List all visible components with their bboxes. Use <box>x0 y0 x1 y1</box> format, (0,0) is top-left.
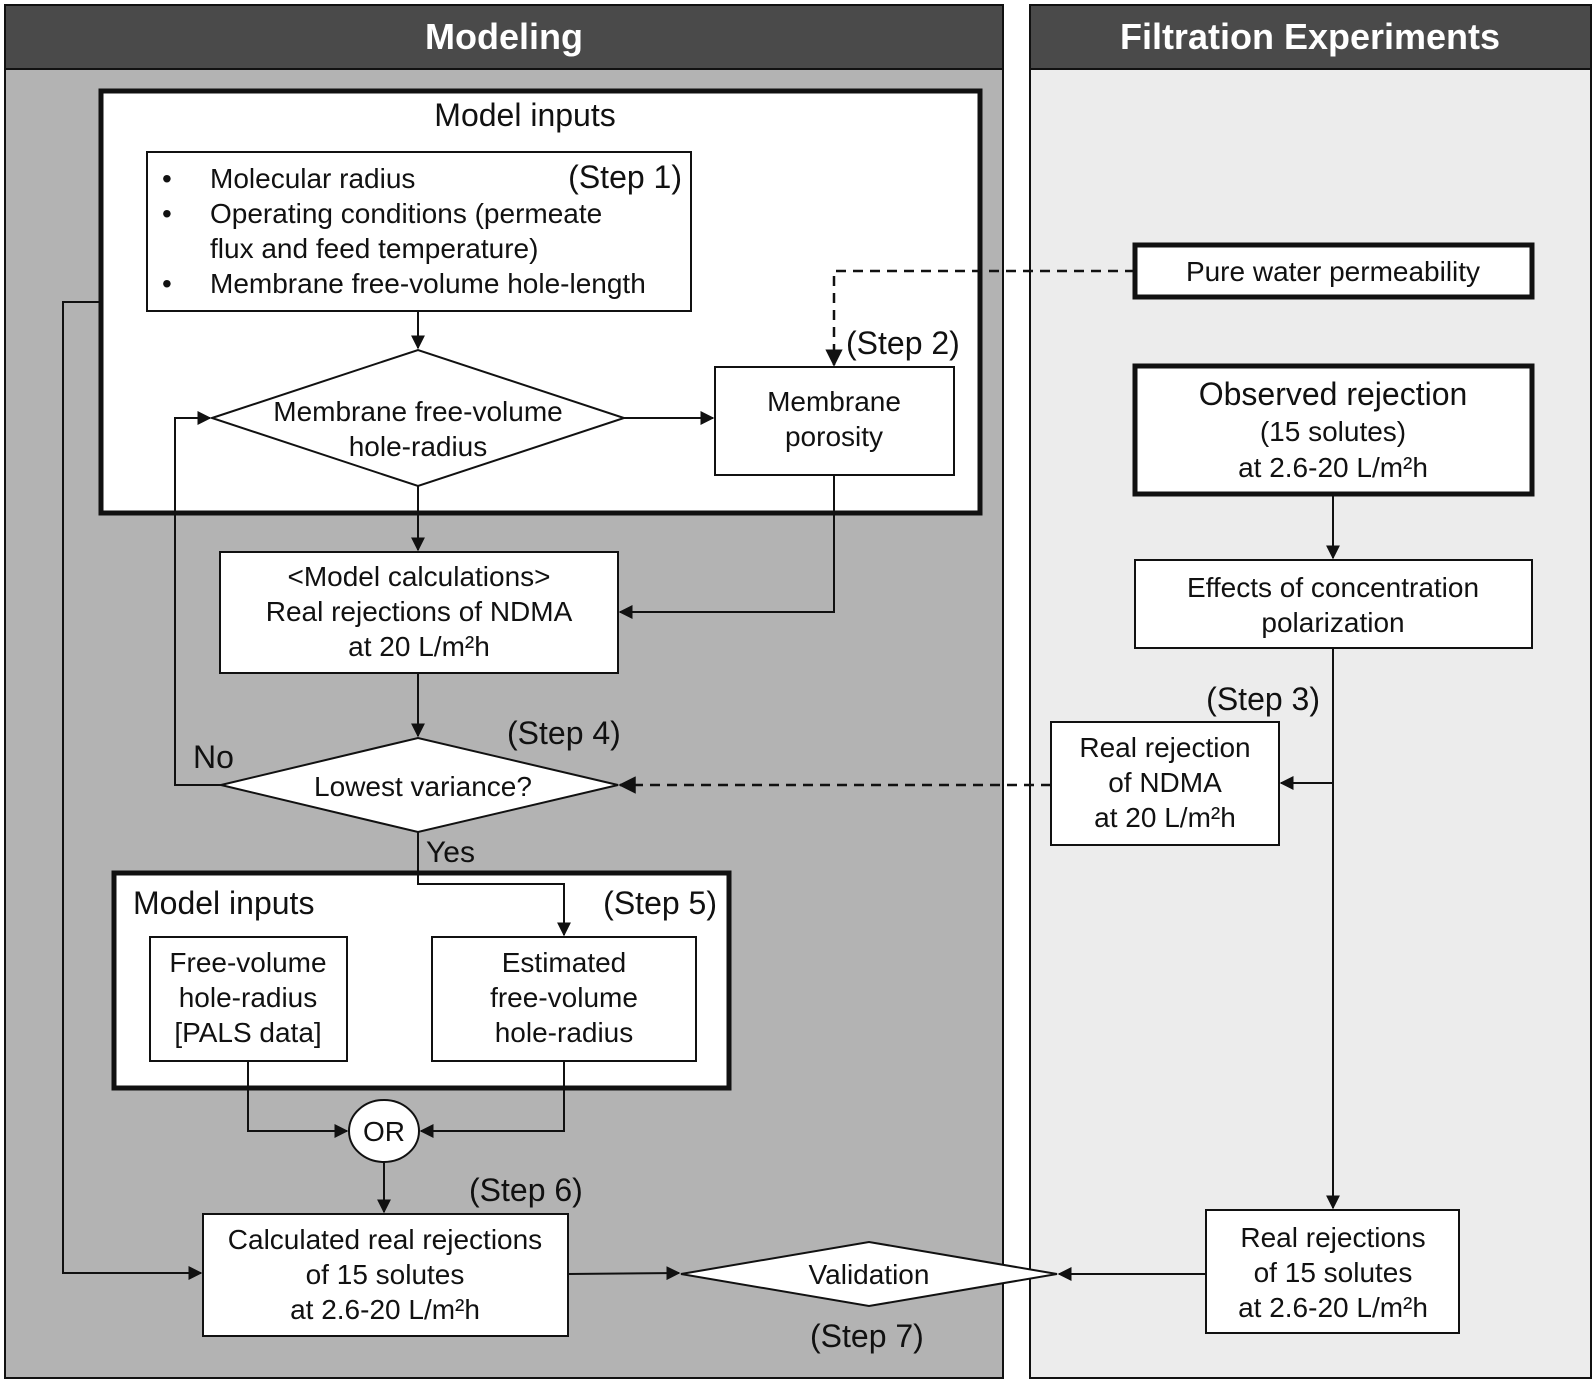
hole-radius-label-2: hole-radius <box>349 431 488 462</box>
porosity-label-1: Membrane <box>767 386 901 417</box>
or-label: OR <box>363 1116 405 1147</box>
real-ndma-label-1: Real rejection <box>1079 732 1250 763</box>
validation-label: Validation <box>809 1259 930 1290</box>
pals-label-2: hole-radius <box>179 982 318 1013</box>
step-1-label: (Step 1) <box>568 159 682 195</box>
validation-diamond <box>680 1240 1058 1308</box>
modeling-header <box>4 4 1004 70</box>
estimated-label-2: free-volume <box>490 982 638 1013</box>
observed-label-1: Observed rejection <box>1199 376 1468 412</box>
model-inputs-list-box <box>146 151 692 312</box>
lowest-variance-label: Lowest variance? <box>314 771 532 802</box>
estimated-box <box>431 936 697 1062</box>
real-ndma-box <box>1050 721 1280 846</box>
input-operating-conditions: Operating conditions (permeate <box>210 198 602 229</box>
pals-label-1: Free-volume <box>169 947 326 978</box>
model-calculations-box <box>219 551 619 674</box>
arrow-calculated-to-validation <box>567 1266 681 1281</box>
model-calc-label-2: Real rejections of NDMA <box>266 596 573 627</box>
real-ndma-label-3: at 20 L/m²h <box>1094 802 1236 833</box>
observed-label-3: at 2.6-20 L/m²h <box>1238 452 1428 483</box>
real-15-label-3: at 2.6-20 L/m²h <box>1238 1292 1428 1323</box>
concentration-label-2: polarization <box>1261 607 1404 638</box>
experiments-title: Filtration Experiments <box>1120 16 1500 57</box>
step-6-label: (Step 6) <box>469 1172 583 1208</box>
model-calc-label-3: at 20 L/m²h <box>348 631 490 662</box>
model-inputs-bottom-title: Model inputs <box>133 885 314 921</box>
modeling-title: Modeling <box>425 16 583 57</box>
real-ndma-label-2: of NDMA <box>1108 767 1222 798</box>
step-2-label: (Step 2) <box>846 325 960 361</box>
arrow-yes-to-estimated <box>417 832 571 937</box>
porosity-box <box>714 366 955 476</box>
input-hole-length: Membrane free-volume hole-length <box>210 268 646 299</box>
step-4-label: (Step 4) <box>507 715 621 751</box>
observed-rejection-box <box>1132 363 1535 497</box>
bullet-4: • <box>162 268 172 299</box>
concentration-polarization-box <box>1134 559 1533 649</box>
real-15-solutes-box <box>1205 1209 1460 1334</box>
step-5-label: (Step 5) <box>603 885 717 921</box>
no-label: No <box>193 739 234 775</box>
real-15-label-1: Real rejections <box>1240 1222 1425 1253</box>
bullet-1: • <box>162 163 172 194</box>
arrow-estimated-to-or <box>419 1061 565 1138</box>
arrow-porosity-to-model-calc <box>618 475 835 619</box>
arrow-no-loop <box>174 411 221 786</box>
yes-label: Yes <box>426 836 475 869</box>
pals-box <box>149 936 348 1062</box>
estimated-label-1: Estimated <box>502 947 627 978</box>
bullet-2: • <box>162 198 172 229</box>
model-calc-label-1: <Model calculations> <box>287 561 550 592</box>
input-molecular-radius: Molecular radius <box>210 163 415 194</box>
calculated-label-2: of 15 solutes <box>306 1259 465 1290</box>
experiments-header <box>1029 4 1592 70</box>
model-inputs-top-title: Model inputs <box>434 97 615 133</box>
calculated-label-1: Calculated real rejections <box>228 1224 542 1255</box>
observed-label-2: (15 solutes) <box>1260 416 1406 447</box>
estimated-label-3: hole-radius <box>495 1017 634 1048</box>
lowest-variance-diamond <box>220 736 619 834</box>
input-operating-conditions-cont: flux and feed temperature) <box>210 233 538 264</box>
arrow-left-bypass <box>62 301 203 1280</box>
pure-water-label: Pure water permeability <box>1186 256 1480 287</box>
concentration-label-1: Effects of concentration <box>1187 572 1479 603</box>
porosity-label-2: porosity <box>785 421 883 452</box>
step-3-label: (Step 3) <box>1206 681 1320 717</box>
hole-radius-label-1: Membrane free-volume <box>273 396 562 427</box>
arrow-pals-to-or <box>247 1061 349 1138</box>
calculated-rejections-box <box>202 1213 569 1337</box>
dashed-arrow-pure-water-to-porosity <box>825 269 1135 367</box>
step-7-label: (Step 7) <box>810 1318 924 1354</box>
calculated-label-3: at 2.6-20 L/m²h <box>290 1294 480 1325</box>
real-15-label-2: of 15 solutes <box>1254 1257 1413 1288</box>
pals-label-3: [PALS data] <box>174 1017 321 1048</box>
